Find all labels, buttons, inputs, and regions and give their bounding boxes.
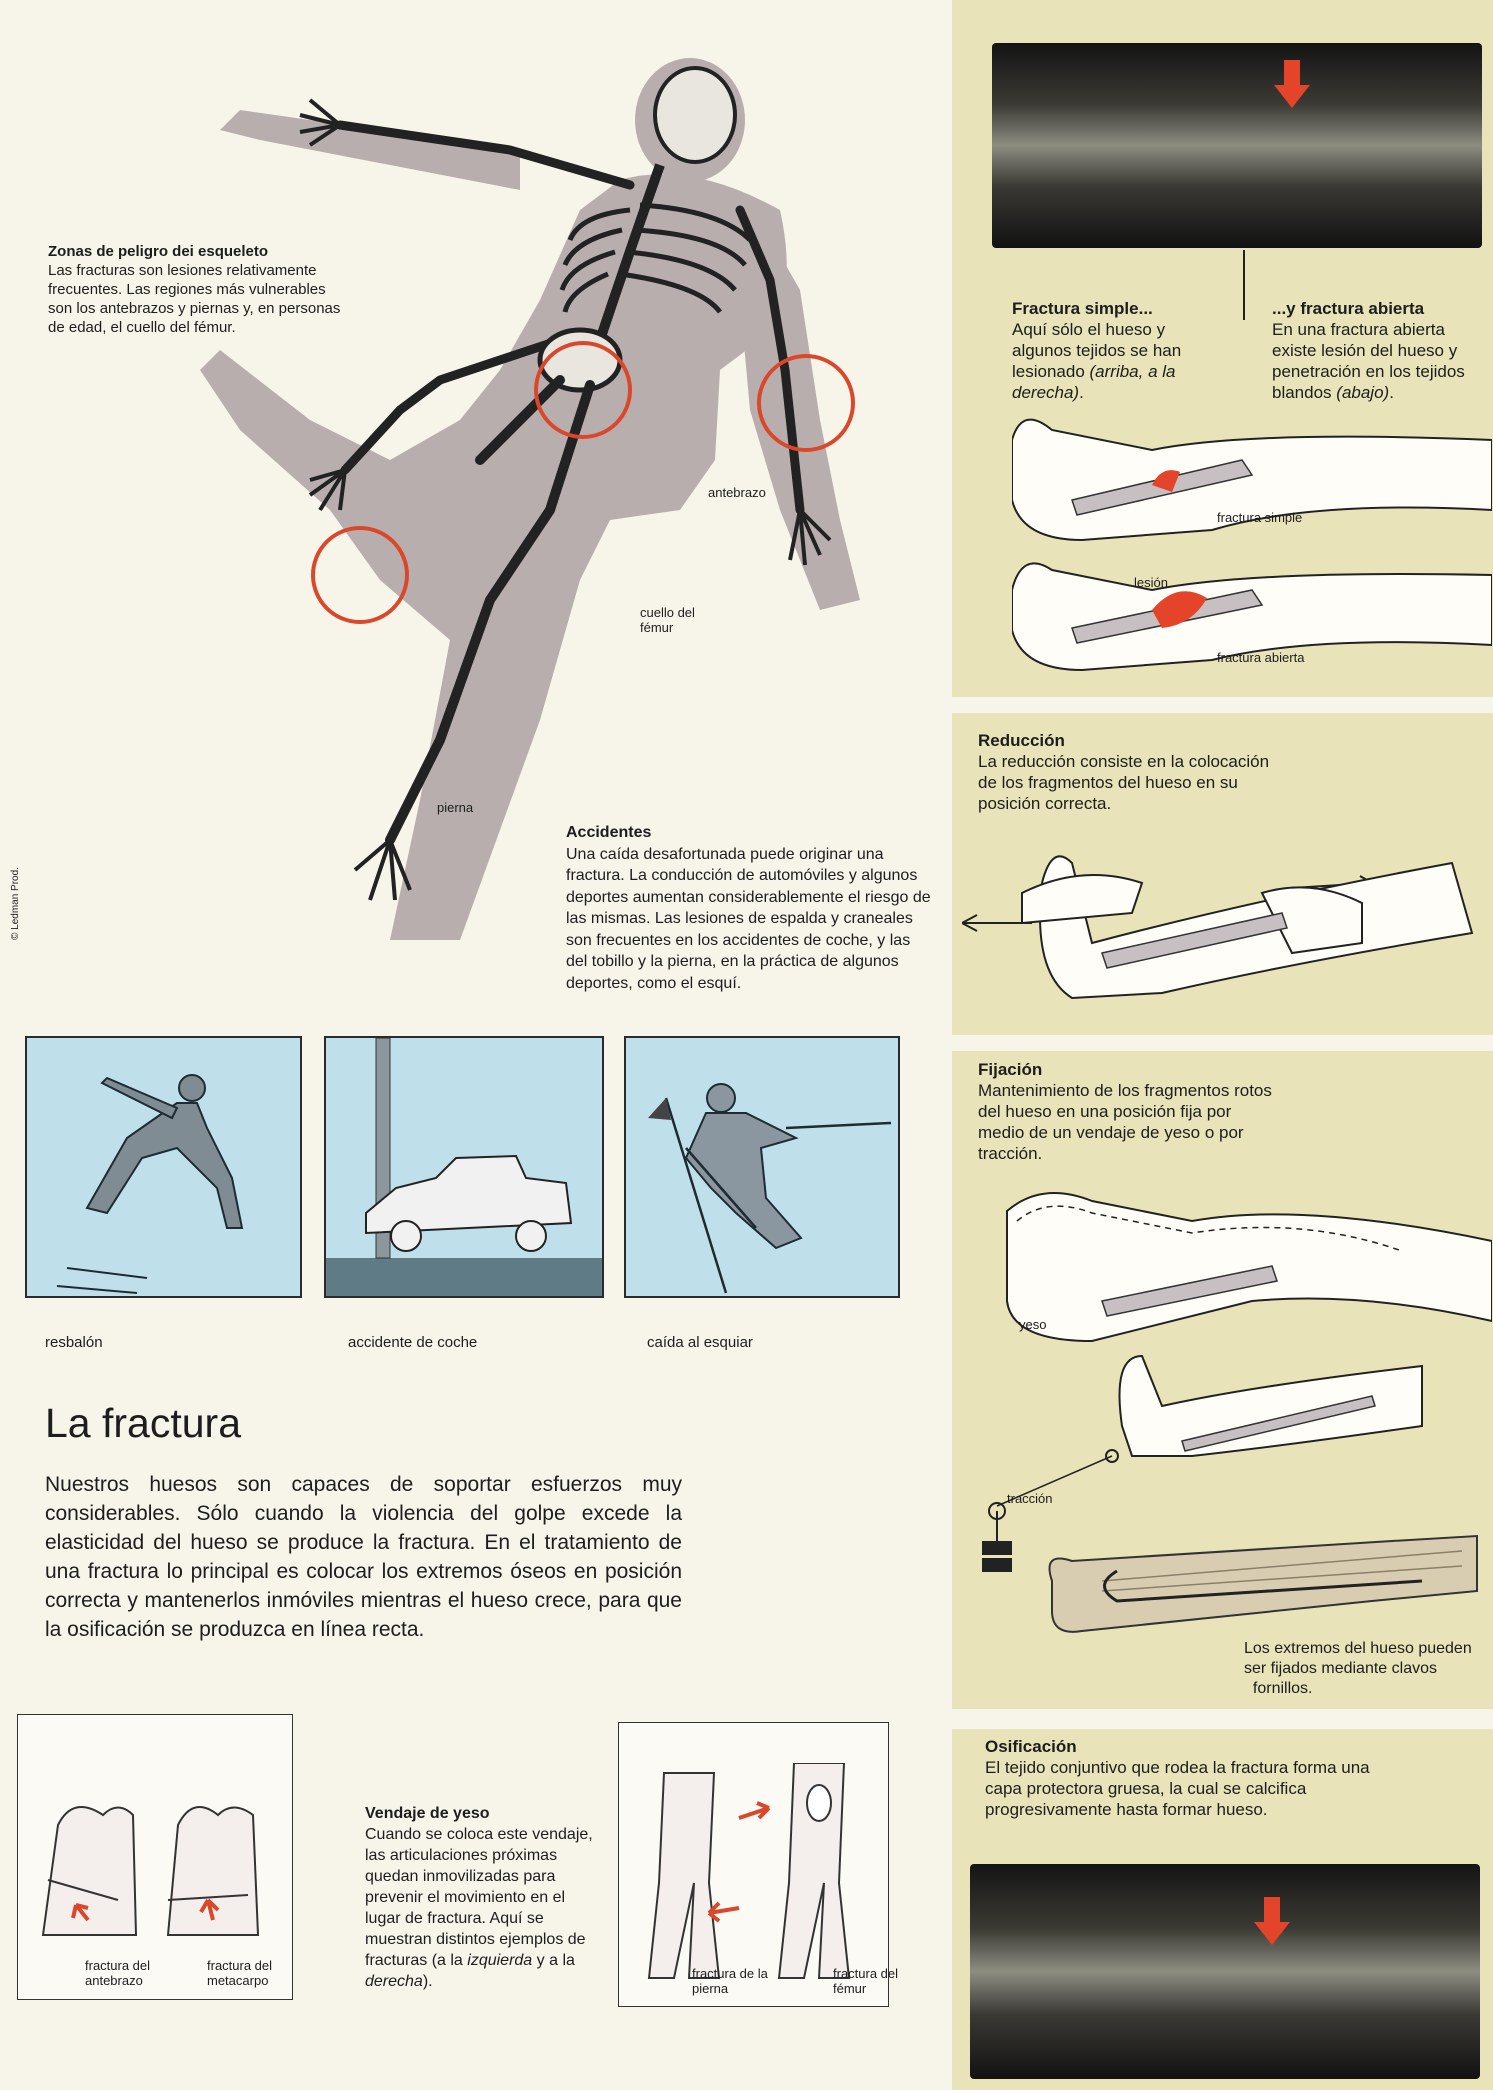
scene-resbalon xyxy=(25,1036,302,1298)
osificacion-heading: Osificación xyxy=(985,1737,1077,1756)
main-body: Nuestros huesos son capaces de soportar … xyxy=(45,1473,682,1641)
simple-body-italic: (arriba, a la derecha) xyxy=(1012,362,1176,402)
abierta-text: ...y fractura abierta En una fractura ab… xyxy=(1272,298,1482,403)
osificacion-body: El tejido conjuntivo que rodea la fractu… xyxy=(985,1758,1370,1819)
label-antebrazo: antebrazo xyxy=(708,485,766,500)
caption-antebrazo: fractura del antebrazo xyxy=(85,1958,151,1988)
accidentes-heading: Accidentes xyxy=(566,824,652,841)
danger-circle-forearm xyxy=(757,354,855,452)
simple-body-end: . xyxy=(1079,383,1084,402)
danger-circle-leg xyxy=(311,526,409,624)
label-lesion: lesión xyxy=(1134,575,1168,590)
fijacion-heading: Fijación xyxy=(978,1060,1043,1079)
danger-circle-femur xyxy=(534,341,632,439)
abierta-body: En una fractura abierta existe lesión de… xyxy=(1272,320,1465,402)
osificacion-text: Osificación El tejido conjuntivo que rod… xyxy=(985,1736,1375,1820)
yeso-mid: y a la xyxy=(532,1952,575,1969)
caption-pierna-fractura: fractura de la pierna xyxy=(692,1966,768,1996)
panel-osificacion: Osificación El tejido conjuntivo que rod… xyxy=(952,1729,1493,2090)
page-title: La fractura xyxy=(45,1400,241,1446)
label-pierna: pierna xyxy=(437,800,474,815)
reduccion-body: La reducción consiste en la colocación d… xyxy=(978,752,1270,813)
skeleton-heading: Zonas de peligro dei esqueleto xyxy=(48,243,269,260)
arrow-down-icon xyxy=(1274,60,1310,108)
simple-heading: Fractura simple... xyxy=(1012,299,1153,318)
reduccion-text: Reducción La reducción consiste en la co… xyxy=(978,730,1278,814)
scene-esquiar xyxy=(624,1036,900,1298)
caption-metacarpo: fractura del metacarpo xyxy=(207,1958,273,1988)
label-fractura-simple: fractura simple xyxy=(1217,510,1303,525)
caption-femur-fractura: fractura del fémur xyxy=(833,1966,899,1996)
abierta-heading: ...y fractura abierta xyxy=(1272,299,1425,318)
caption-resbalon: resbalón xyxy=(45,1334,103,1351)
panel-fijacion: Fijación Mantenimiento de los fragmentos… xyxy=(952,1051,1493,1709)
panel-fractura-tipos: Fractura simple... Aquí sólo el hueso y … xyxy=(952,0,1493,697)
fijacion-body: Mantenimiento de los fragmentos rotos de… xyxy=(978,1081,1272,1163)
caption-esquiar: caída al esquiar xyxy=(647,1334,753,1351)
simple-text: Fractura simple... Aquí sólo el hueso y … xyxy=(1012,298,1212,403)
simple-body: Aquí sólo el hueso y algunos tejidos se … xyxy=(1012,320,1182,381)
xray-bottom xyxy=(970,1864,1480,2079)
panel-reduccion: Reducción La reducción consiste en la co… xyxy=(952,713,1493,1035)
yeso-text: Vendaje de yeso Cuando se coloca este ve… xyxy=(365,1803,605,1992)
accidentes-body: Una caída desafortunada puede originar u… xyxy=(566,845,931,992)
yeso-right-box xyxy=(618,1722,889,2007)
yeso-izq: izquierda xyxy=(467,1952,533,1969)
arrow-down-icon xyxy=(1254,1897,1290,1945)
skeleton-body: Las fracturas son lesiones relativamente… xyxy=(48,262,341,336)
reduccion-heading: Reducción xyxy=(978,731,1065,750)
label-yeso: yeso xyxy=(1019,1317,1047,1332)
skeleton-caption: Zonas de peligro dei esqueleto Las fract… xyxy=(48,242,348,337)
accidentes-text: Accidentes Una caída desafortunada puede… xyxy=(566,822,931,994)
abierta-body-italic: (abajo) xyxy=(1336,383,1390,402)
scene-coche xyxy=(324,1036,604,1298)
skeleton-figure xyxy=(160,40,880,940)
xray-top xyxy=(992,43,1482,248)
yeso-heading: Vendaje de yeso xyxy=(365,1805,490,1822)
label-traccion: tracción xyxy=(1007,1491,1053,1506)
abierta-body-end: . xyxy=(1389,383,1394,402)
credit: © Ledman Prod. xyxy=(10,867,21,940)
label-fractura-abierta: fractura abierta xyxy=(1217,650,1305,665)
yeso-end: ). xyxy=(422,1973,433,1990)
yeso-left-box xyxy=(17,1714,293,2000)
label-cuello-femur: cuello del fémur xyxy=(640,605,695,635)
fijacion-text: Fijación Mantenimiento de los fragmentos… xyxy=(978,1059,1278,1164)
yeso-der: derecha xyxy=(365,1973,423,1990)
caption-coche: accidente de coche xyxy=(348,1334,478,1351)
yeso-body-start: Cuando se coloca este vendaje, las artic… xyxy=(365,1826,593,1969)
fijacion-note: Los extremos del hueso pueden ser fijado… xyxy=(1244,1640,1472,1697)
